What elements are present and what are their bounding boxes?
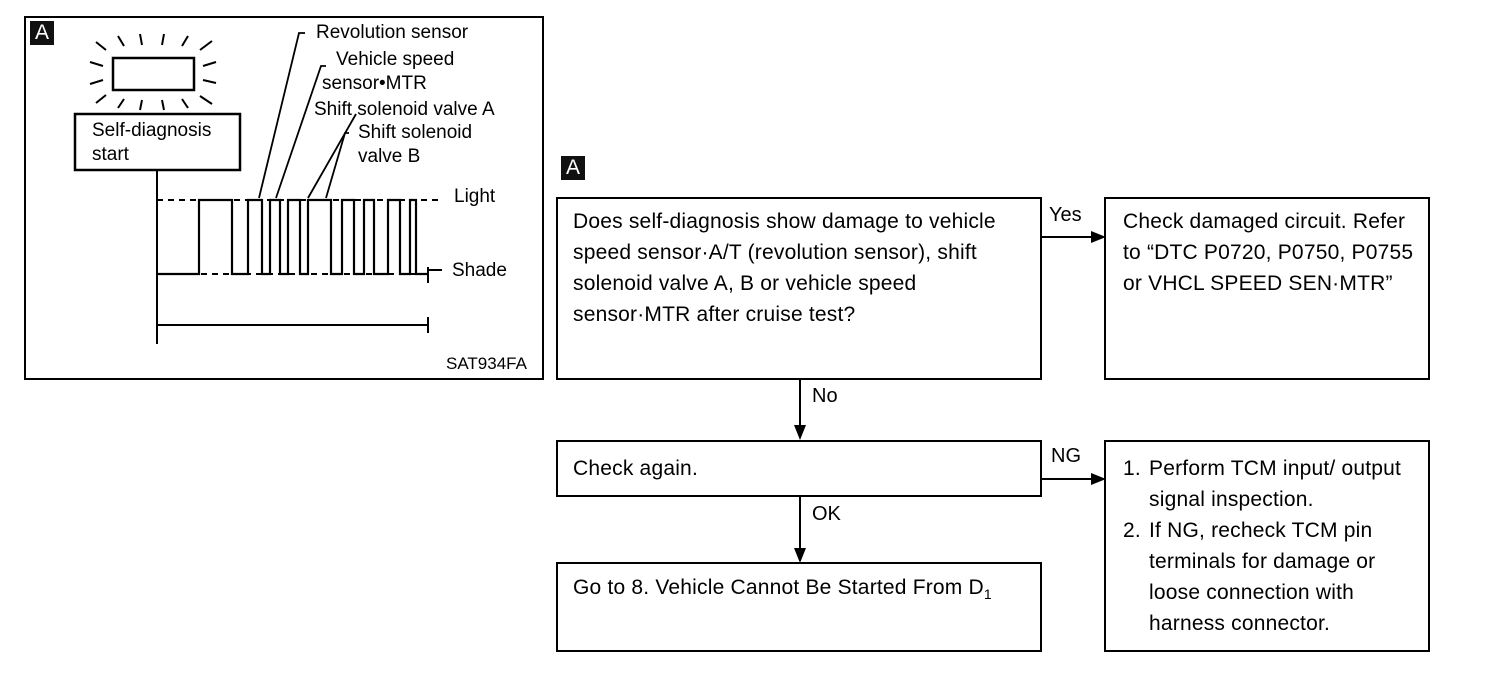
ng-step-2-text: If NG, recheck TCM pin terminals for dam… [1149,519,1376,635]
figure-tag: A [30,21,54,45]
flowchart-tag: A [561,156,585,180]
check-again-box: Check again. [556,440,1042,497]
no-label: No [812,385,838,407]
ng-steps-list: 1. Perform TCM input/ output signal insp… [1123,453,1418,639]
label-vehicle-speed: Vehicle speed [336,49,455,70]
label-valve-b: valve B [358,146,421,167]
diagnosis-signal-waveform [157,198,428,276]
label-shift-solenoid-a: Shift solenoid valve A [314,99,495,120]
figure-frame [24,16,544,380]
ok-label: OK [812,503,841,525]
label-revolution-sensor: Revolution sensor [316,22,469,43]
goto-text: Go to 8. Vehicle Cannot Be Started From … [573,576,984,599]
label-shade: Shade [452,260,507,281]
goto-subscript: 1 [983,586,992,603]
ng-step-2-number: 2. [1123,519,1141,542]
figure-code: SAT934FA [446,354,527,373]
yes-result-box: Check damaged circuit. Refer to “DTC P07… [1104,197,1430,380]
ng-steps-box: 1. Perform TCM input/ output signal insp… [1104,440,1430,652]
question-text: Does self-diagnosis show damage to vehic… [573,210,996,326]
check-again-text: Check again. [573,457,698,480]
label-start: start [92,144,129,165]
goto-box: Go to 8. Vehicle Cannot Be Started From … [556,562,1042,652]
ng-label: NG [1051,445,1081,467]
ng-step-1-number: 1. [1123,457,1141,480]
yes-label: Yes [1049,204,1082,226]
ng-step-2: 2. If NG, recheck TCM pin terminals for … [1123,515,1418,639]
yes-result-text: Check damaged circuit. Refer to “DTC P07… [1123,210,1414,295]
label-light: Light [454,186,496,207]
question-box: Does self-diagnosis show damage to vehic… [556,197,1042,380]
label-shift-solenoid-b: Shift solenoid [358,122,473,143]
label-vehicle-speed-mtr: sensor•MTR [322,73,427,94]
ng-step-1-text: Perform TCM input/ output signal inspect… [1149,457,1402,511]
ng-step-1: 1. Perform TCM input/ output signal insp… [1123,453,1418,515]
label-self-diagnosis: Self-diagnosis [92,120,212,141]
indicator-lamp-icon [111,56,196,92]
lamp-glow-rays [89,33,217,111]
